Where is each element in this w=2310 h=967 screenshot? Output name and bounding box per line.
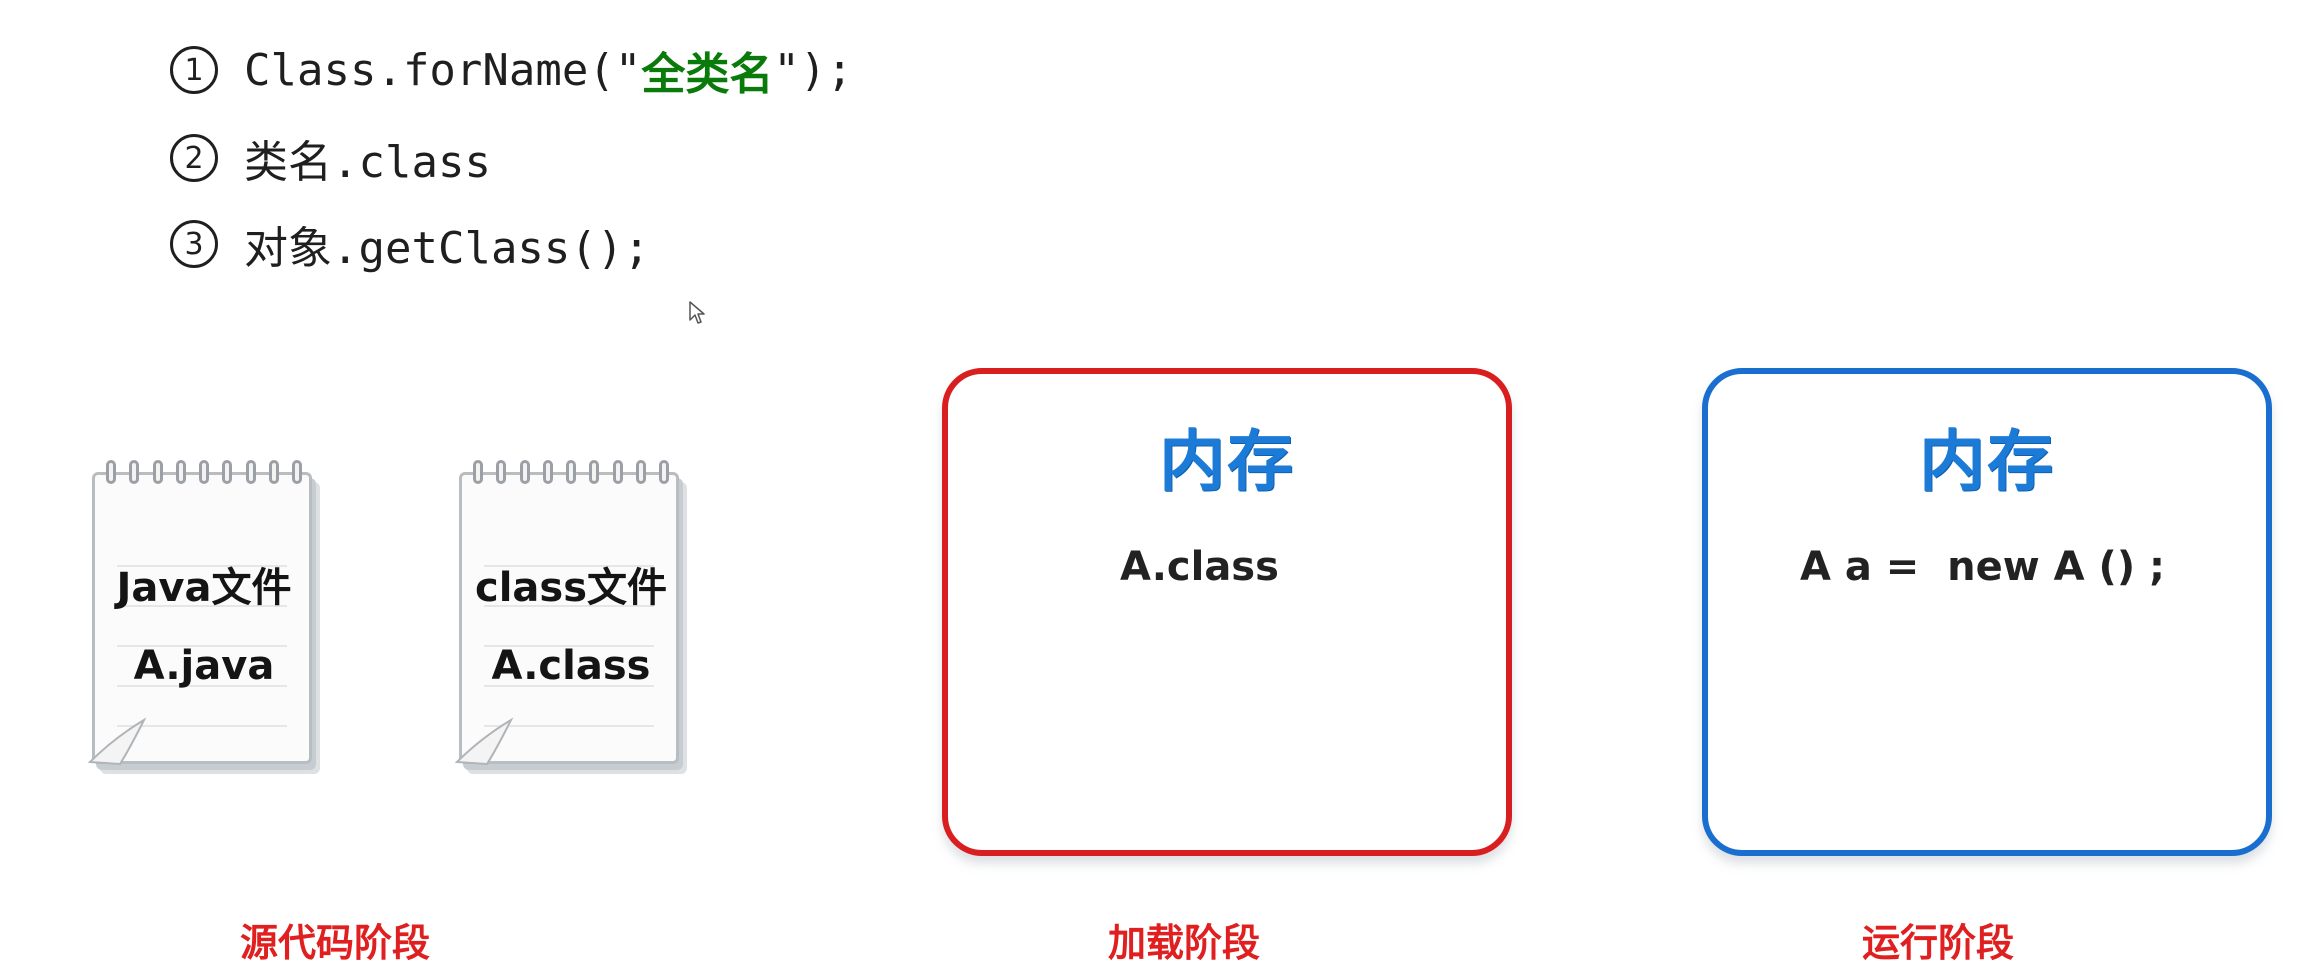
code-line-forname: 1 Class.forName("全类名"); <box>170 38 853 102</box>
class-file-title: class文件 <box>474 565 668 611</box>
java-file-notebook: Java文件 A.java <box>87 460 320 770</box>
circled-number-3: 3 <box>170 220 218 268</box>
notebook-lines <box>484 527 654 731</box>
ring <box>152 460 163 484</box>
notebook-rings <box>106 460 302 486</box>
notebook-page <box>92 472 312 764</box>
code-class-literal: 类名.class <box>244 137 491 188</box>
ring <box>268 460 279 484</box>
ring <box>175 460 186 484</box>
ring <box>222 460 233 484</box>
mouse-cursor-icon <box>689 301 705 324</box>
java-file-title: Java文件 <box>116 565 292 611</box>
ring <box>129 460 140 484</box>
ring <box>612 460 623 484</box>
ring <box>473 460 483 484</box>
notebook-lines <box>117 527 287 731</box>
memory-object-creation: A a = new A () ; <box>1800 544 2166 590</box>
ring <box>199 460 209 484</box>
ring <box>519 460 530 484</box>
java-file-name: A.java <box>133 643 275 689</box>
ring <box>542 460 553 484</box>
ring <box>659 460 669 484</box>
code-getclass: 对象.getClass(); <box>244 223 650 274</box>
ring <box>106 460 116 484</box>
ring <box>245 460 256 484</box>
notebook-rings <box>473 460 669 486</box>
ring <box>566 460 576 484</box>
page-curl <box>454 717 514 766</box>
source-code-stage-label: 源代码阶段 <box>240 921 431 965</box>
class-file-notebook: class文件 A.class <box>454 460 687 770</box>
code-forname-prefix: Class.forName( <box>244 44 615 96</box>
ring <box>292 460 302 484</box>
notebook-page <box>459 472 679 764</box>
circled-number-1: 1 <box>170 46 218 94</box>
memory-class-object: A.class <box>1120 544 1279 590</box>
run-stage-memory-box: 内存 A a = new A () ; <box>1702 368 2272 856</box>
memory-title: 内存 <box>1159 423 1295 500</box>
code-line-class-literal: 2 类名.class <box>170 126 491 190</box>
class-file-name: A.class <box>491 643 651 689</box>
code-quote-open: " <box>614 44 642 96</box>
memory-title: 内存 <box>1919 423 2055 500</box>
load-stage-label: 加载阶段 <box>1108 921 1261 965</box>
code-forname-suffix: ); <box>799 44 853 96</box>
load-stage-memory-box: 内存 A.class <box>942 368 1512 856</box>
code-quote-close: " <box>773 44 800 96</box>
circled-number-2: 2 <box>170 134 218 182</box>
ring <box>589 460 600 484</box>
page-curl <box>87 717 147 766</box>
ring <box>635 460 646 484</box>
code-string-arg: 全类名 <box>641 49 774 100</box>
run-stage-label: 运行阶段 <box>1862 921 2015 965</box>
code-line-getclass: 3 对象.getClass(); <box>170 212 650 276</box>
ring <box>496 460 507 484</box>
